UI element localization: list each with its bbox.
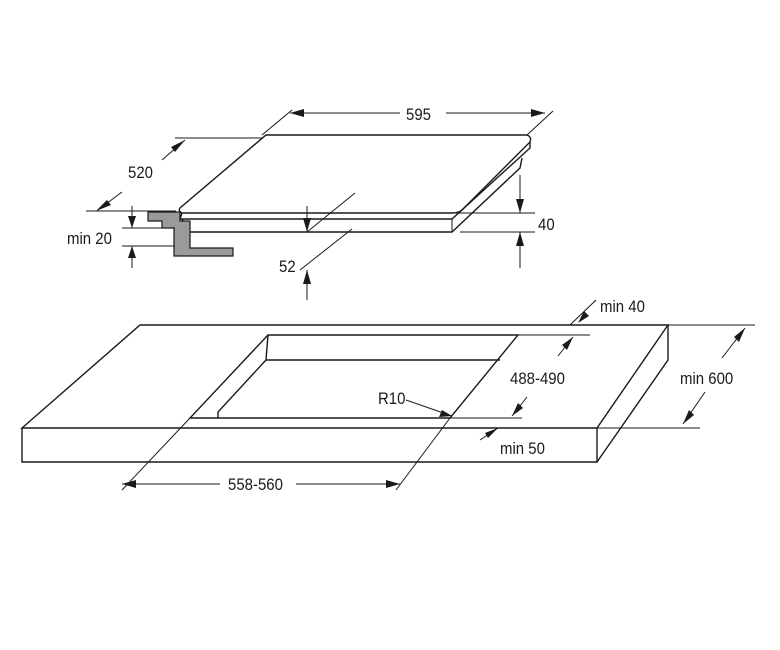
cooktop-glass-top — [178, 134, 532, 214]
label-52: 52 — [279, 257, 296, 276]
label-488-490: 488-490 — [510, 369, 565, 388]
dimension-520 — [86, 137, 262, 212]
label-40: 40 — [538, 215, 555, 234]
dimension-558-560 — [121, 417, 451, 491]
worktop-side — [596, 325, 669, 463]
dimension-min-40 — [569, 299, 597, 326]
label-r10: R10 — [378, 389, 406, 408]
label-min-600: min 600 — [680, 369, 734, 388]
cutout-inner-wall — [217, 334, 500, 418]
label-595: 595 — [406, 105, 431, 124]
dimension-min-20 — [122, 206, 175, 268]
worktop — [20, 324, 670, 463]
dimension-r10 — [405, 399, 453, 417]
dimension-488-490 — [450, 334, 590, 419]
label-min-20: min 20 — [67, 229, 112, 248]
dimension-40 — [452, 175, 535, 268]
dimension-52 — [299, 192, 356, 300]
dimension-min-50 — [479, 427, 499, 441]
dimension-595 — [261, 109, 554, 136]
label-min-50: min 50 — [500, 439, 545, 458]
mounting-bracket — [147, 211, 234, 257]
label-520: 520 — [128, 163, 153, 182]
cutout-outline — [188, 334, 520, 419]
worktop-front — [21, 428, 598, 463]
cooktop — [147, 134, 532, 257]
dimension-min-600 — [597, 324, 755, 429]
label-558-560: 558-560 — [228, 475, 283, 494]
label-min-40: min 40 — [600, 297, 645, 316]
